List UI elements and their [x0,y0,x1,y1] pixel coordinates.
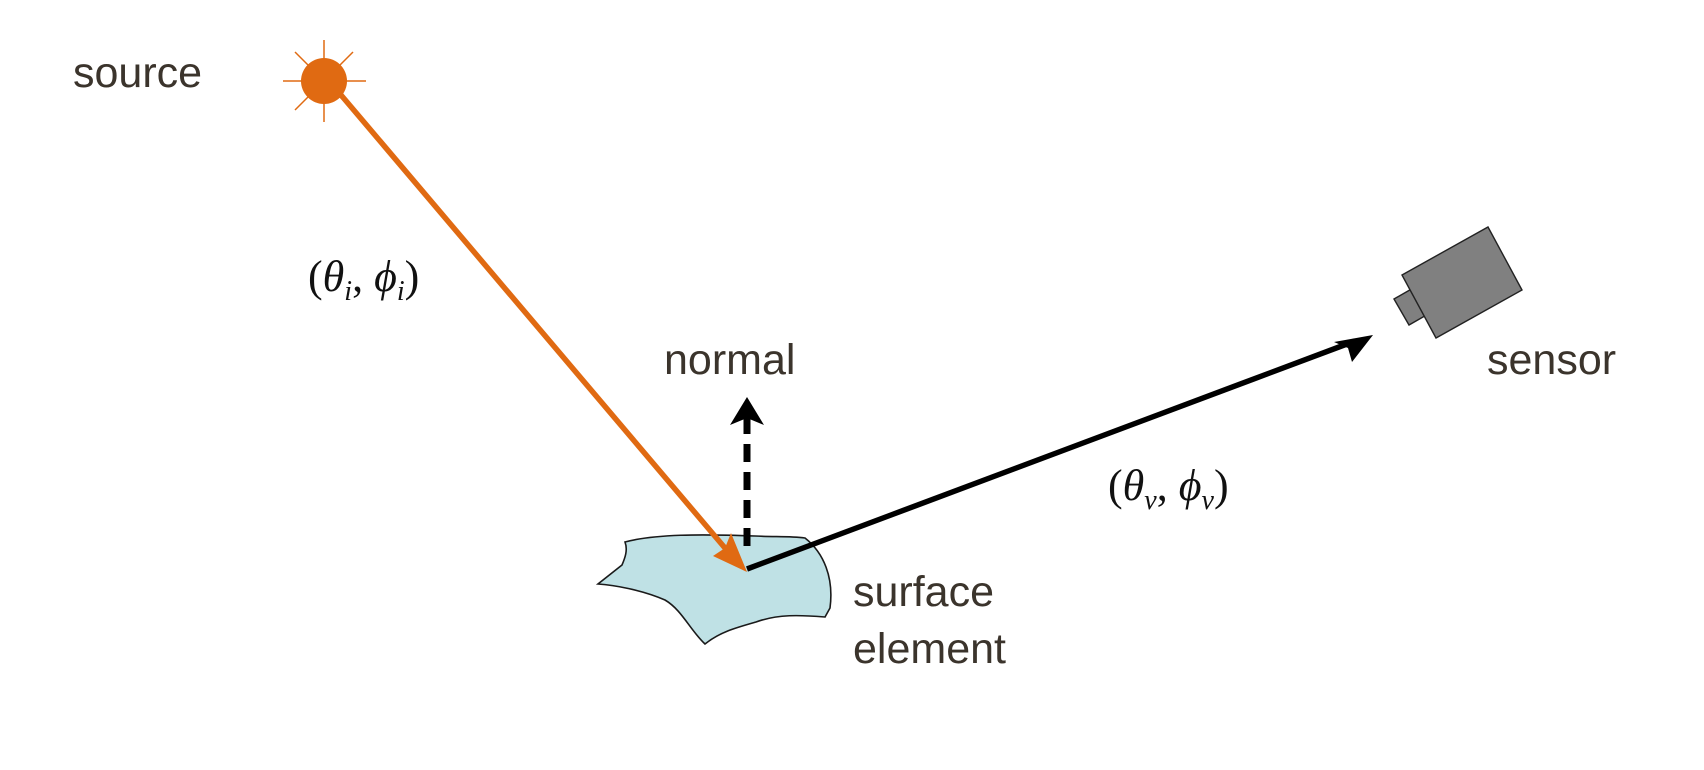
incident-angle-label: (θi, ϕi) [308,252,419,307]
view-angle-label: (θv, ϕv) [1108,461,1229,516]
sensor-label: sensor [1487,336,1616,384]
source-label: source [73,49,202,97]
reflected-ray-arrowhead [1334,335,1373,362]
camera-icon [1393,226,1523,339]
incident-ray [338,93,739,563]
reflected-ray [746,338,1356,572]
surface-element-label-line1: surface [853,568,994,616]
normal-label: normal [664,336,795,384]
normal-arrowhead [730,397,764,425]
surface-element-label-line2: element [853,625,1006,673]
incident-ray-arrowhead [713,533,747,572]
sun-icon [283,40,366,122]
